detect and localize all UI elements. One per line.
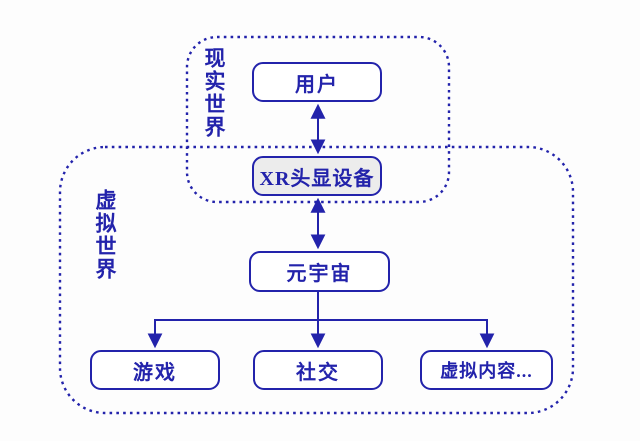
node-social: 社交 [253,350,383,390]
node-game: 游戏 [90,350,220,390]
node-xr-device: XR头显设备 [252,156,382,196]
node-user: 用户 [252,62,382,102]
real-world-region-border [185,35,451,204]
virtual-world-region-label: 虚拟世界 [93,189,117,281]
real-world-region-label: 现实世界 [202,47,226,139]
node-virtual-content: 虚拟内容... [420,350,553,390]
node-metaverse: 元宇宙 [249,251,390,292]
